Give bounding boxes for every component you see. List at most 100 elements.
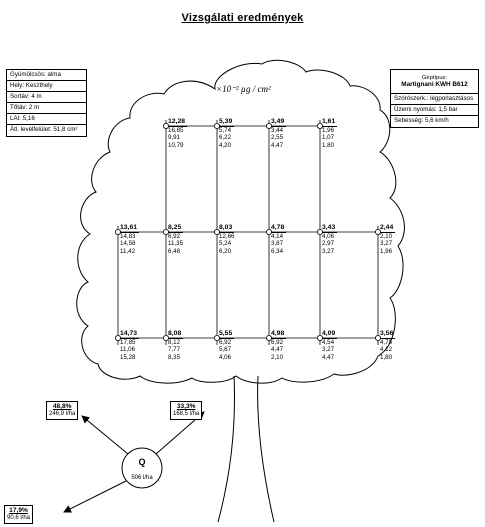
grid-cell-mean: 1,61 xyxy=(322,118,337,127)
arrow-to-bottom xyxy=(64,481,126,512)
grid-cell-sample: 4,14 xyxy=(271,233,286,240)
grid-cell-sample: 5,67 xyxy=(219,346,234,353)
grid-cell-mean: 3,49 xyxy=(271,118,286,127)
grid-cell-sample: 6,22 xyxy=(219,134,234,141)
grid-cell-mean: 2,44 xyxy=(380,224,395,233)
sampling-grid xyxy=(118,120,378,345)
flow-bottom-value: 90,6 l/ha xyxy=(7,515,30,522)
grid-cell-sample: 5,74 xyxy=(219,127,234,134)
grid-cell-sample: 3,44 xyxy=(271,127,286,134)
grid-cell-sample: 6,92 xyxy=(271,339,286,346)
grid-cell-sample: 2,10 xyxy=(380,233,395,240)
grid-cell-sample: 1,07 xyxy=(322,134,337,141)
flow-right-box: 33,3% 168,5 l/ha xyxy=(170,401,202,420)
info-row: Tőtáv: 2 m xyxy=(7,103,86,114)
grid-cell-sample: 3,27 xyxy=(322,346,337,353)
grid-cell-mean: 3,56 xyxy=(380,330,395,339)
info-row: Szórószerk.: légporlasztásos xyxy=(391,94,478,105)
grid-cell-sample: 2,55 xyxy=(271,134,286,141)
info-row: Sortáv: 4 m xyxy=(7,92,86,103)
flow-center-label: Q xyxy=(128,457,156,467)
grid-cell-sample: 8,12 xyxy=(168,339,183,346)
flow-left-box: 48,8% 246,9 l/ha xyxy=(46,401,78,420)
grid-cell-sample: 15,28 xyxy=(120,354,139,361)
info-row: Üzemi nyomás: 1,5 bar xyxy=(391,105,478,116)
grid-cell-sample: 1,96 xyxy=(380,248,395,255)
grid-cell-sample: 2,97 xyxy=(322,240,337,247)
flow-right-value: 168,5 l/ha xyxy=(173,411,199,418)
grid-cell-middle: 13,6114,8314,5811,42 xyxy=(120,224,139,255)
unit-label: ×10⁻² µg / cm² xyxy=(216,84,271,95)
grid-cell-sample: 1,96 xyxy=(322,127,337,134)
flow-left-pct: 48,8% xyxy=(49,403,75,411)
orchard-info-box: Gyümölcsös: alma Hely: Keszthely Sortáv:… xyxy=(6,69,87,137)
grid-cell-mean: 5,55 xyxy=(219,330,234,339)
grid-cell-sample: 6,92 xyxy=(219,339,234,346)
grid-cell-sample: 6,48 xyxy=(168,248,183,255)
tree-trunk xyxy=(218,376,274,522)
grid-cell-sample: 4,78 xyxy=(380,339,395,346)
grid-cell-sample: 4,20 xyxy=(219,142,234,149)
machine-type-row: Géptípus: Martignani KWH B612 xyxy=(391,70,478,94)
flow-bottom-pct: 17,9% xyxy=(7,507,30,515)
grid-cell-sample: 6,34 xyxy=(271,248,286,255)
grid-cell-sample: 14,58 xyxy=(120,240,139,247)
grid-cell-sample: 2,10 xyxy=(271,354,286,361)
grid-cell-mean: 4,98 xyxy=(271,330,286,339)
grid-cell-sample: 11,42 xyxy=(120,248,139,255)
grid-cell-sample: 6,20 xyxy=(219,248,234,255)
grid-cell-sample: 9,91 xyxy=(168,134,187,141)
grid-cell-sample: 16,85 xyxy=(168,127,187,134)
grid-cell-middle: 4,784,143,876,34 xyxy=(271,224,286,255)
grid-cell-sample: 4,12 xyxy=(380,346,395,353)
grid-cell-sample: 4,06 xyxy=(322,233,337,240)
grid-cell-sample: 3,27 xyxy=(322,248,337,255)
grid-cell-sample: 7,77 xyxy=(168,346,183,353)
grid-cell-sample: 11,35 xyxy=(168,240,183,247)
grid-cell-mean: 14,73 xyxy=(120,330,139,339)
grid-cell-sample: 3,87 xyxy=(271,240,286,247)
grid-cell-sample: 4,06 xyxy=(219,354,234,361)
machine-info-box: Géptípus: Martignani KWH B612 Szórószerk… xyxy=(390,69,479,128)
info-row: Sebesség: 5,6 km/h xyxy=(391,116,478,127)
grid-cell-sample: 1,80 xyxy=(322,142,337,149)
grid-cell-sample: 4,47 xyxy=(271,142,286,149)
flow-bottom-box: 17,9% 90,6 l/ha xyxy=(4,505,33,524)
info-row: LAI: 5,16 xyxy=(7,114,86,125)
grid-cell-sample: 8,35 xyxy=(168,354,183,361)
grid-cell-mean: 4,78 xyxy=(271,224,286,233)
grid-cell-mean: 8,03 xyxy=(219,224,234,233)
grid-cell-top: 1,611,961,071,80 xyxy=(322,118,337,149)
flow-right-pct: 33,3% xyxy=(173,403,199,411)
grid-cell-sample: 6,92 xyxy=(168,233,183,240)
grid-cell-mean: 8,08 xyxy=(168,330,183,339)
flow-center-value: 506 l/ha xyxy=(122,475,162,481)
grid-cell-mean: 4,09 xyxy=(322,330,337,339)
grid-cell-sample: 4,47 xyxy=(271,346,286,353)
grid-cell-sample: 10,79 xyxy=(168,142,187,149)
info-row: Hely: Keszthely xyxy=(7,81,86,92)
grid-cell-sample: 17,85 xyxy=(120,339,139,346)
grid-cell-sample: 5,24 xyxy=(219,240,234,247)
flow-left-value: 246,9 l/ha xyxy=(49,411,75,418)
grid-cell-sample: 11,06 xyxy=(120,346,139,353)
grid-cell-sample: 1,80 xyxy=(380,354,395,361)
grid-cell-sample: 4,54 xyxy=(322,339,337,346)
grid-cell-mean: 5,39 xyxy=(219,118,234,127)
grid-cell-sample: 14,83 xyxy=(120,233,139,240)
grid-cell-sample: 4,47 xyxy=(322,354,337,361)
machine-type-value: Martignani KWH B612 xyxy=(401,81,467,88)
